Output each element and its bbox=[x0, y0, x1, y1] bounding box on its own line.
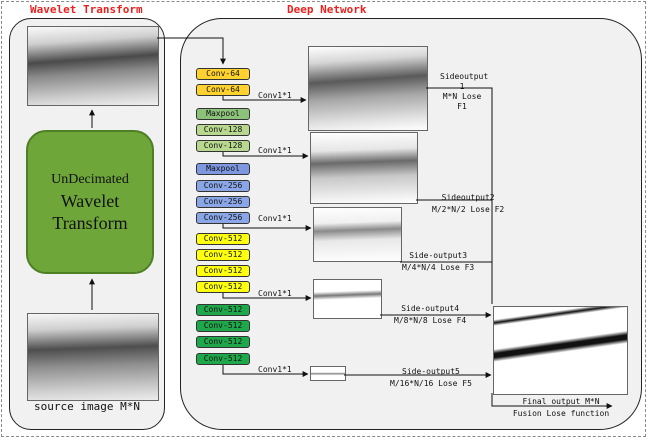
side-output-3-size: M/4*N/4 Lose F3 bbox=[402, 263, 475, 272]
layer-conv256-1: Conv-256 bbox=[196, 180, 250, 192]
side-output-1-title: Sideoutput bbox=[440, 72, 489, 81]
layer-conv512-4: Conv-512 bbox=[196, 281, 250, 293]
source-image-caption: source image M*N bbox=[34, 400, 140, 413]
layer-maxpool-2: Maxpool bbox=[196, 163, 250, 175]
side-output-1-image bbox=[308, 46, 428, 131]
layer-conv512-1: Conv-512 bbox=[196, 233, 250, 245]
side-output-4-label: Side-output4 M/8*N/8 Lose F4 bbox=[394, 303, 466, 327]
side-branch-1-arrow bbox=[222, 96, 307, 103]
wavelet-block-line1: UnDecimated bbox=[51, 172, 129, 187]
side-branch-2-arrow bbox=[222, 152, 309, 159]
final-output-loss: Fusion Lose function bbox=[512, 409, 610, 418]
side-output-2-image bbox=[310, 132, 418, 204]
layer-conv512-5: Conv-512 bbox=[196, 304, 250, 316]
conv1x1-label-3: Conv1*1 bbox=[258, 214, 292, 223]
undecimated-wavelet-transform-block: UnDecimated Wavelet Transform bbox=[26, 130, 154, 274]
side-output-1-number: 1 bbox=[459, 82, 465, 91]
side-branch-4-arrow bbox=[222, 293, 312, 301]
layer-conv512-8: Conv-512 bbox=[196, 353, 250, 365]
side-output-2-label: Sideoutput2 M/2*N/2 Lose F2 bbox=[432, 192, 504, 216]
layer-conv64-1: Conv-64 bbox=[196, 68, 250, 80]
side-output-5-size: M/16*N/16 Lose F5 bbox=[390, 379, 472, 388]
wavelet-block-line3: Transform bbox=[52, 213, 128, 233]
layer-conv512-2: Conv-512 bbox=[196, 249, 250, 261]
layer-conv256-3: Conv-256 bbox=[196, 212, 250, 224]
layer-conv128-1: Conv-128 bbox=[196, 124, 250, 136]
wavelet-block-line2: Wavelet bbox=[60, 191, 120, 211]
side-output-4-size: M/8*N/8 Lose F4 bbox=[394, 316, 467, 325]
layer-conv64-2: Conv-64 bbox=[196, 84, 250, 96]
side-output-4-image bbox=[313, 279, 382, 319]
wavelet-panel-title: Wavelet Transform bbox=[30, 3, 143, 16]
side-output-1-loss: F1 bbox=[457, 102, 467, 111]
layer-conv256-2: Conv-256 bbox=[196, 196, 250, 208]
side-output-1-line bbox=[426, 87, 493, 304]
side-branch-5-arrow bbox=[222, 365, 309, 377]
side-output-2-size: M/2*N/2 Lose F2 bbox=[432, 205, 505, 214]
conv1x1-label-4: Conv1*1 bbox=[258, 289, 292, 298]
final-output-label: Final output M*N Fusion Lose function bbox=[506, 396, 616, 420]
side-output-3-title: Side-output3 bbox=[409, 251, 468, 260]
conv1x1-label-2: Conv1*1 bbox=[258, 146, 292, 155]
conv1x1-label-5: Conv1*1 bbox=[258, 365, 292, 374]
side-output-1-label: Sideoutput 1 M*N Lose F1 bbox=[440, 72, 489, 112]
source-image bbox=[27, 313, 159, 401]
side-output-4-title: Side-output4 bbox=[401, 304, 460, 313]
side-output-5-label: Side-output5 M/16*N/16 Lose F5 bbox=[390, 366, 472, 390]
side-output-3-label: Side-output3 M/4*N/4 Lose F3 bbox=[402, 250, 474, 274]
final-output-image bbox=[493, 306, 628, 395]
side-branch-3-arrow bbox=[222, 224, 312, 231]
side-output-1-size: M*N Lose bbox=[442, 92, 482, 101]
layer-conv512-6: Conv-512 bbox=[196, 320, 250, 332]
side-output-3-image bbox=[313, 207, 402, 262]
side-output-2-title: Sideoutput2 bbox=[441, 193, 495, 202]
network-panel-title: Deep Network bbox=[287, 3, 367, 16]
layer-conv512-7: Conv-512 bbox=[196, 336, 250, 348]
layer-maxpool-1: Maxpool bbox=[196, 108, 250, 120]
wavelet-to-network-arrow bbox=[157, 37, 226, 65]
final-output-arrow bbox=[491, 393, 613, 409]
wavelet-output-image bbox=[27, 26, 159, 106]
layer-conv512-3: Conv-512 bbox=[196, 265, 250, 277]
side-output-5-image bbox=[310, 366, 346, 381]
conv1x1-label-1: Conv1*1 bbox=[258, 91, 292, 100]
side-output-5-title: Side-output5 bbox=[402, 367, 460, 376]
layer-conv128-2: Conv-128 bbox=[196, 140, 250, 152]
final-output-title: Final output M*N bbox=[522, 397, 600, 406]
